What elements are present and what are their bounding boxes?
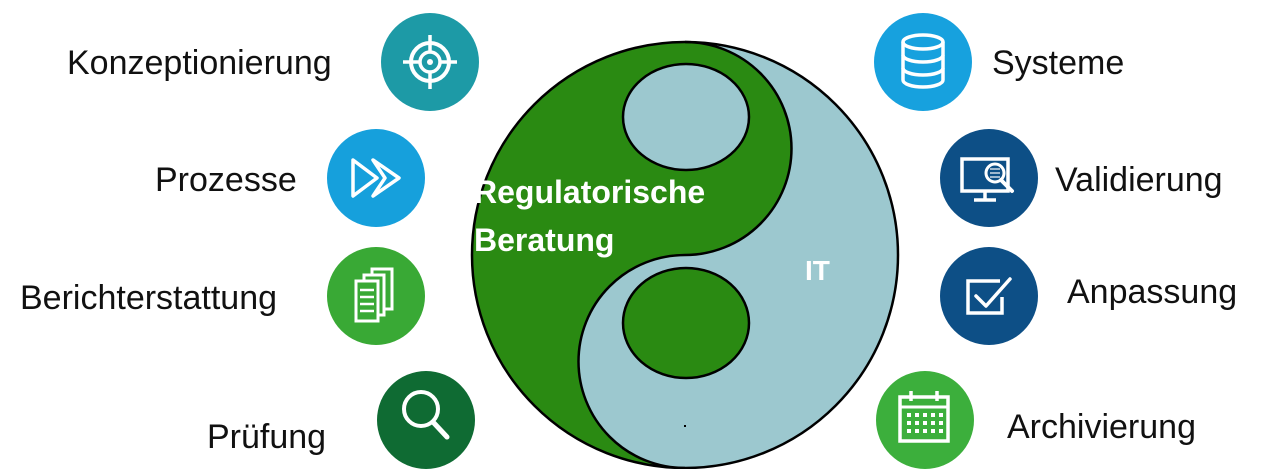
prozesse-icon-circle (327, 129, 425, 227)
berichterstattung-label: Berichterstattung (20, 279, 278, 317)
crosshair-icon (403, 35, 457, 89)
validierung-icon-circle (940, 129, 1038, 227)
systeme-icon-circle (874, 13, 972, 111)
pruefung-label: Prüfung (207, 418, 327, 456)
systeme-label: Systeme (992, 44, 1125, 82)
yin-yang-dot-upper (621, 62, 751, 172)
fast-forward-icon (351, 158, 401, 198)
monitor-search-icon (960, 157, 1014, 202)
berichterstattung-icon-circle (327, 247, 425, 345)
calendar-icon (898, 391, 950, 443)
anpassung-label: Anpassung (1067, 273, 1238, 311)
archivierung-icon-circle (876, 371, 974, 469)
magnifier-icon (402, 390, 450, 440)
regulatory-label-line2: Beratung (474, 222, 615, 258)
validierung-label: Validierung (1055, 161, 1223, 199)
regulatory-label-line1: Regulatorische (474, 174, 706, 210)
prozesse-label: Prozesse (155, 161, 297, 199)
yin-yang-dot-lower (621, 266, 751, 380)
yin-yang-divider (577, 40, 793, 469)
konzeptionierung-icon-circle (381, 13, 479, 111)
konzeptionierung-label: Konzeptionierung (67, 44, 332, 82)
it-label: IT (805, 255, 830, 286)
documents-icon (354, 267, 394, 323)
anpassung-icon-circle (940, 247, 1038, 345)
archivierung-label: Archivierung (1007, 408, 1196, 446)
checkbox-icon (966, 277, 1012, 315)
pruefung-icon-circle (377, 371, 475, 469)
database-icon (901, 33, 945, 89)
